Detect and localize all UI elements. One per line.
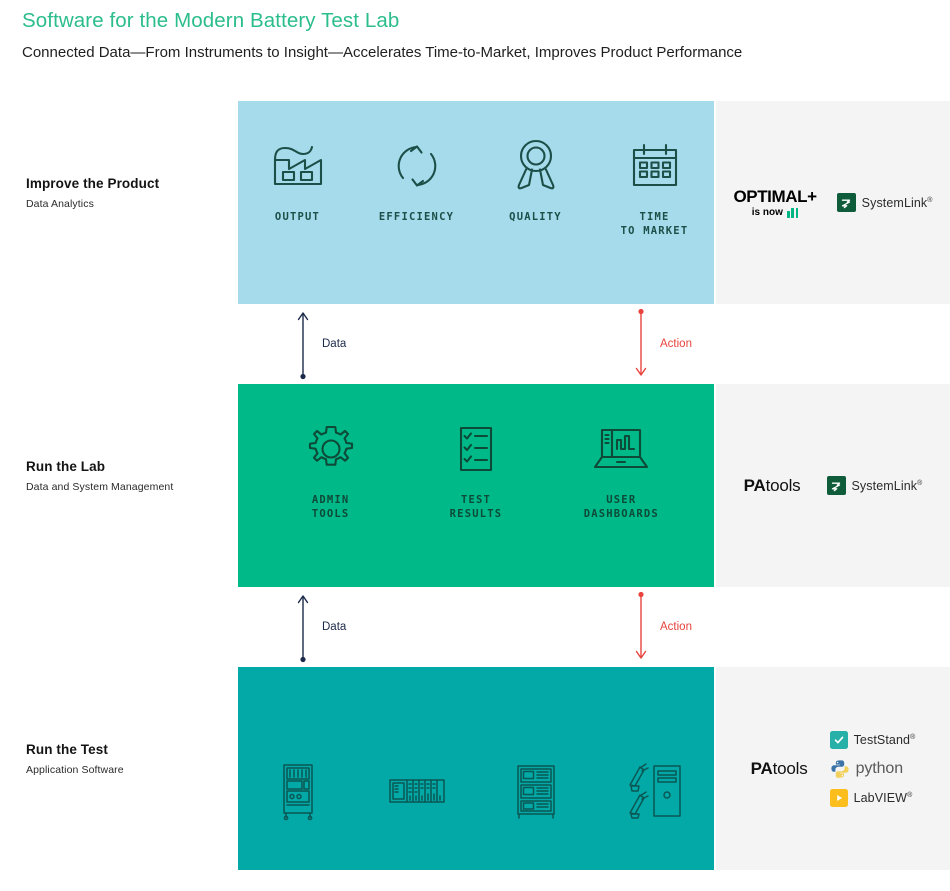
row-run-the-lab: Run the Lab Data and System Management A… [0, 384, 950, 587]
cell-caption: ADMIN TOOLS [311, 494, 350, 520]
page-title: Software for the Modern Battery Test Lab [22, 9, 400, 32]
ni-logo-icon [786, 207, 799, 218]
connector-data-up-1: Data [296, 304, 346, 384]
award-ribbon-icon [511, 135, 561, 197]
cell-admin-tools[interactable]: ADMIN TOOLS [272, 418, 390, 521]
systemlink-logo: SystemLink® [826, 476, 923, 495]
connector-band-2: Data Action [0, 587, 950, 667]
connector-action-down-2: Action [634, 587, 692, 667]
systemlink-mark-icon [826, 476, 846, 495]
row-subtitle: Application Software [26, 764, 124, 776]
row-label-improve-the-product: Improve the Product Data Analytics [26, 175, 231, 212]
connector-label-data: Data [322, 621, 347, 633]
labview-play-icon [829, 788, 848, 807]
cell-efficiency[interactable]: EFFICIENCY [358, 135, 476, 224]
gear-icon [303, 418, 359, 480]
instrument-rack-icon [514, 760, 558, 822]
cell-caption: QUALITY [509, 211, 562, 223]
cell-instrument-rack[interactable] [477, 760, 595, 835]
row-title: Run the Lab [26, 459, 106, 474]
cell-time-to-market[interactable]: TIME TO MARKET [596, 135, 714, 238]
cell-caption: USER DASHBOARDS [583, 494, 659, 520]
row-run-the-test: Run the Test Application Software [0, 667, 950, 870]
checklist-icon [453, 418, 499, 480]
patools-logo: PAtools [750, 758, 808, 778]
connector-label-data: Data [322, 338, 347, 350]
cell-caption: OUTPUT [274, 211, 321, 223]
diagram-stage: Improve the Product Data Analytics OUTPU… [0, 101, 950, 870]
teststand-check-icon [829, 730, 848, 749]
robot-arm-tower-icon [626, 760, 684, 822]
page-header: Software for the Modern Battery Test Lab… [22, 6, 932, 66]
connector-label-action: Action [660, 338, 692, 350]
cell-caption: TEST RESULTS [449, 494, 503, 520]
connector-data-up-2: Data [296, 587, 346, 667]
cell-caption: TIME TO MARKET [620, 211, 689, 237]
teststand-logo: TestStand® [829, 730, 916, 749]
python-icon [830, 759, 850, 779]
labview-label: LabVIEW® [853, 790, 913, 805]
test-cart-icon [277, 760, 319, 822]
row-subtitle: Data Analytics [26, 198, 94, 210]
row-label-run-the-test: Run the Test Application Software [26, 741, 231, 778]
pxi-chassis-icon [387, 760, 447, 822]
python-logo: python [830, 759, 903, 779]
cell-user-dashboards[interactable]: USER DASHBOARDS [562, 418, 680, 521]
cell-quality[interactable]: QUALITY [477, 135, 595, 224]
cell-caption: EFFICIENCY [378, 211, 455, 223]
cell-pxi-chassis[interactable] [358, 760, 476, 835]
row-logos-run-the-lab: PAtools SystemLink® [716, 384, 950, 587]
row-panel-run-the-lab: ADMIN TOOLS TEST RESULTS [238, 384, 714, 587]
row-logos-run-the-test: PAtools TestStand® [716, 667, 950, 870]
python-label: python [855, 759, 904, 777]
row-improve-the-product: Improve the Product Data Analytics OUTPU… [0, 101, 950, 304]
row-subtitle: Data and System Management [26, 481, 174, 493]
row-panel-run-the-test [238, 667, 714, 870]
systemlink-label: SystemLink® [851, 478, 923, 493]
systemlink-label: SystemLink® [861, 195, 933, 210]
row-logos-improve-the-product: OPTIMAL+ is now SystemLink® [716, 101, 950, 304]
cell-test-results[interactable]: TEST RESULTS [417, 418, 535, 521]
teststand-label: TestStand® [853, 732, 916, 747]
connector-label-action: Action [660, 621, 692, 633]
row-title: Run the Test [26, 742, 108, 757]
refresh-cycle-icon [391, 135, 443, 197]
page-subtitle: Connected Data—From Instruments to Insig… [22, 44, 743, 61]
optimal-plus-logo: OPTIMAL+ is now [733, 186, 817, 218]
row-panel-improve-the-product: OUTPUT EFFICIENCY [238, 101, 714, 304]
row-title: Improve the Product [26, 176, 160, 191]
patools-logo: PAtools [743, 475, 801, 495]
systemlink-logo: SystemLink® [836, 193, 933, 212]
factory-icon [269, 135, 327, 197]
laptop-chart-icon [590, 418, 652, 480]
cell-test-cart[interactable] [239, 760, 357, 835]
systemlink-mark-icon [836, 193, 856, 212]
optimal-plus-wordmark: OPTIMAL+ [733, 186, 817, 206]
calendar-icon [628, 135, 682, 197]
cell-output[interactable]: OUTPUT [239, 135, 357, 224]
optimal-plus-tagline: is now [751, 206, 783, 218]
row-label-run-the-lab: Run the Lab Data and System Management [26, 458, 231, 495]
labview-logo: LabVIEW® [829, 788, 913, 807]
cell-robot-arm-tower[interactable] [596, 760, 714, 835]
connector-action-down-1: Action [634, 304, 692, 384]
connector-band-1: Data Action [0, 304, 950, 384]
